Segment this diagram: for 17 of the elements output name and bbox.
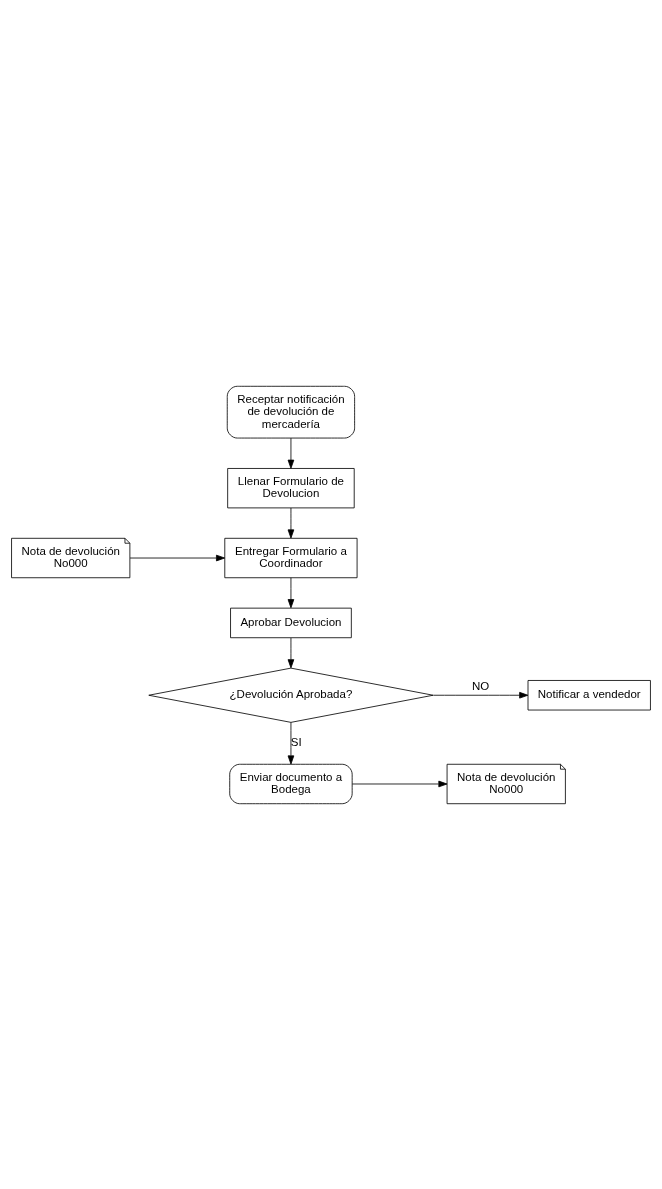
arrow — [432, 691, 529, 699]
arrow — [287, 721, 295, 764]
edge-label: NO — [471, 679, 490, 692]
arrow — [351, 780, 448, 787]
node-box: Receptar notificación de devolución de mercadería — [226, 385, 356, 438]
node-box: Aprobar Devolucion — [230, 607, 352, 638]
arrow — [287, 437, 295, 469]
node-diamond: ¿Devolución Aprobada? — [148, 667, 434, 723]
node-box: Llenar Formulario de Devolucion — [227, 467, 355, 508]
node-box: Entregar Formulario a Coordinador — [224, 537, 358, 578]
edge-label: SI — [290, 735, 302, 748]
arrow — [287, 637, 295, 668]
arrow — [287, 507, 295, 538]
node-box: Enviar documento a Bodega — [229, 763, 353, 804]
arrow — [287, 576, 295, 608]
node-box: Notificar a vendedor — [527, 679, 651, 710]
arrow — [129, 554, 226, 561]
